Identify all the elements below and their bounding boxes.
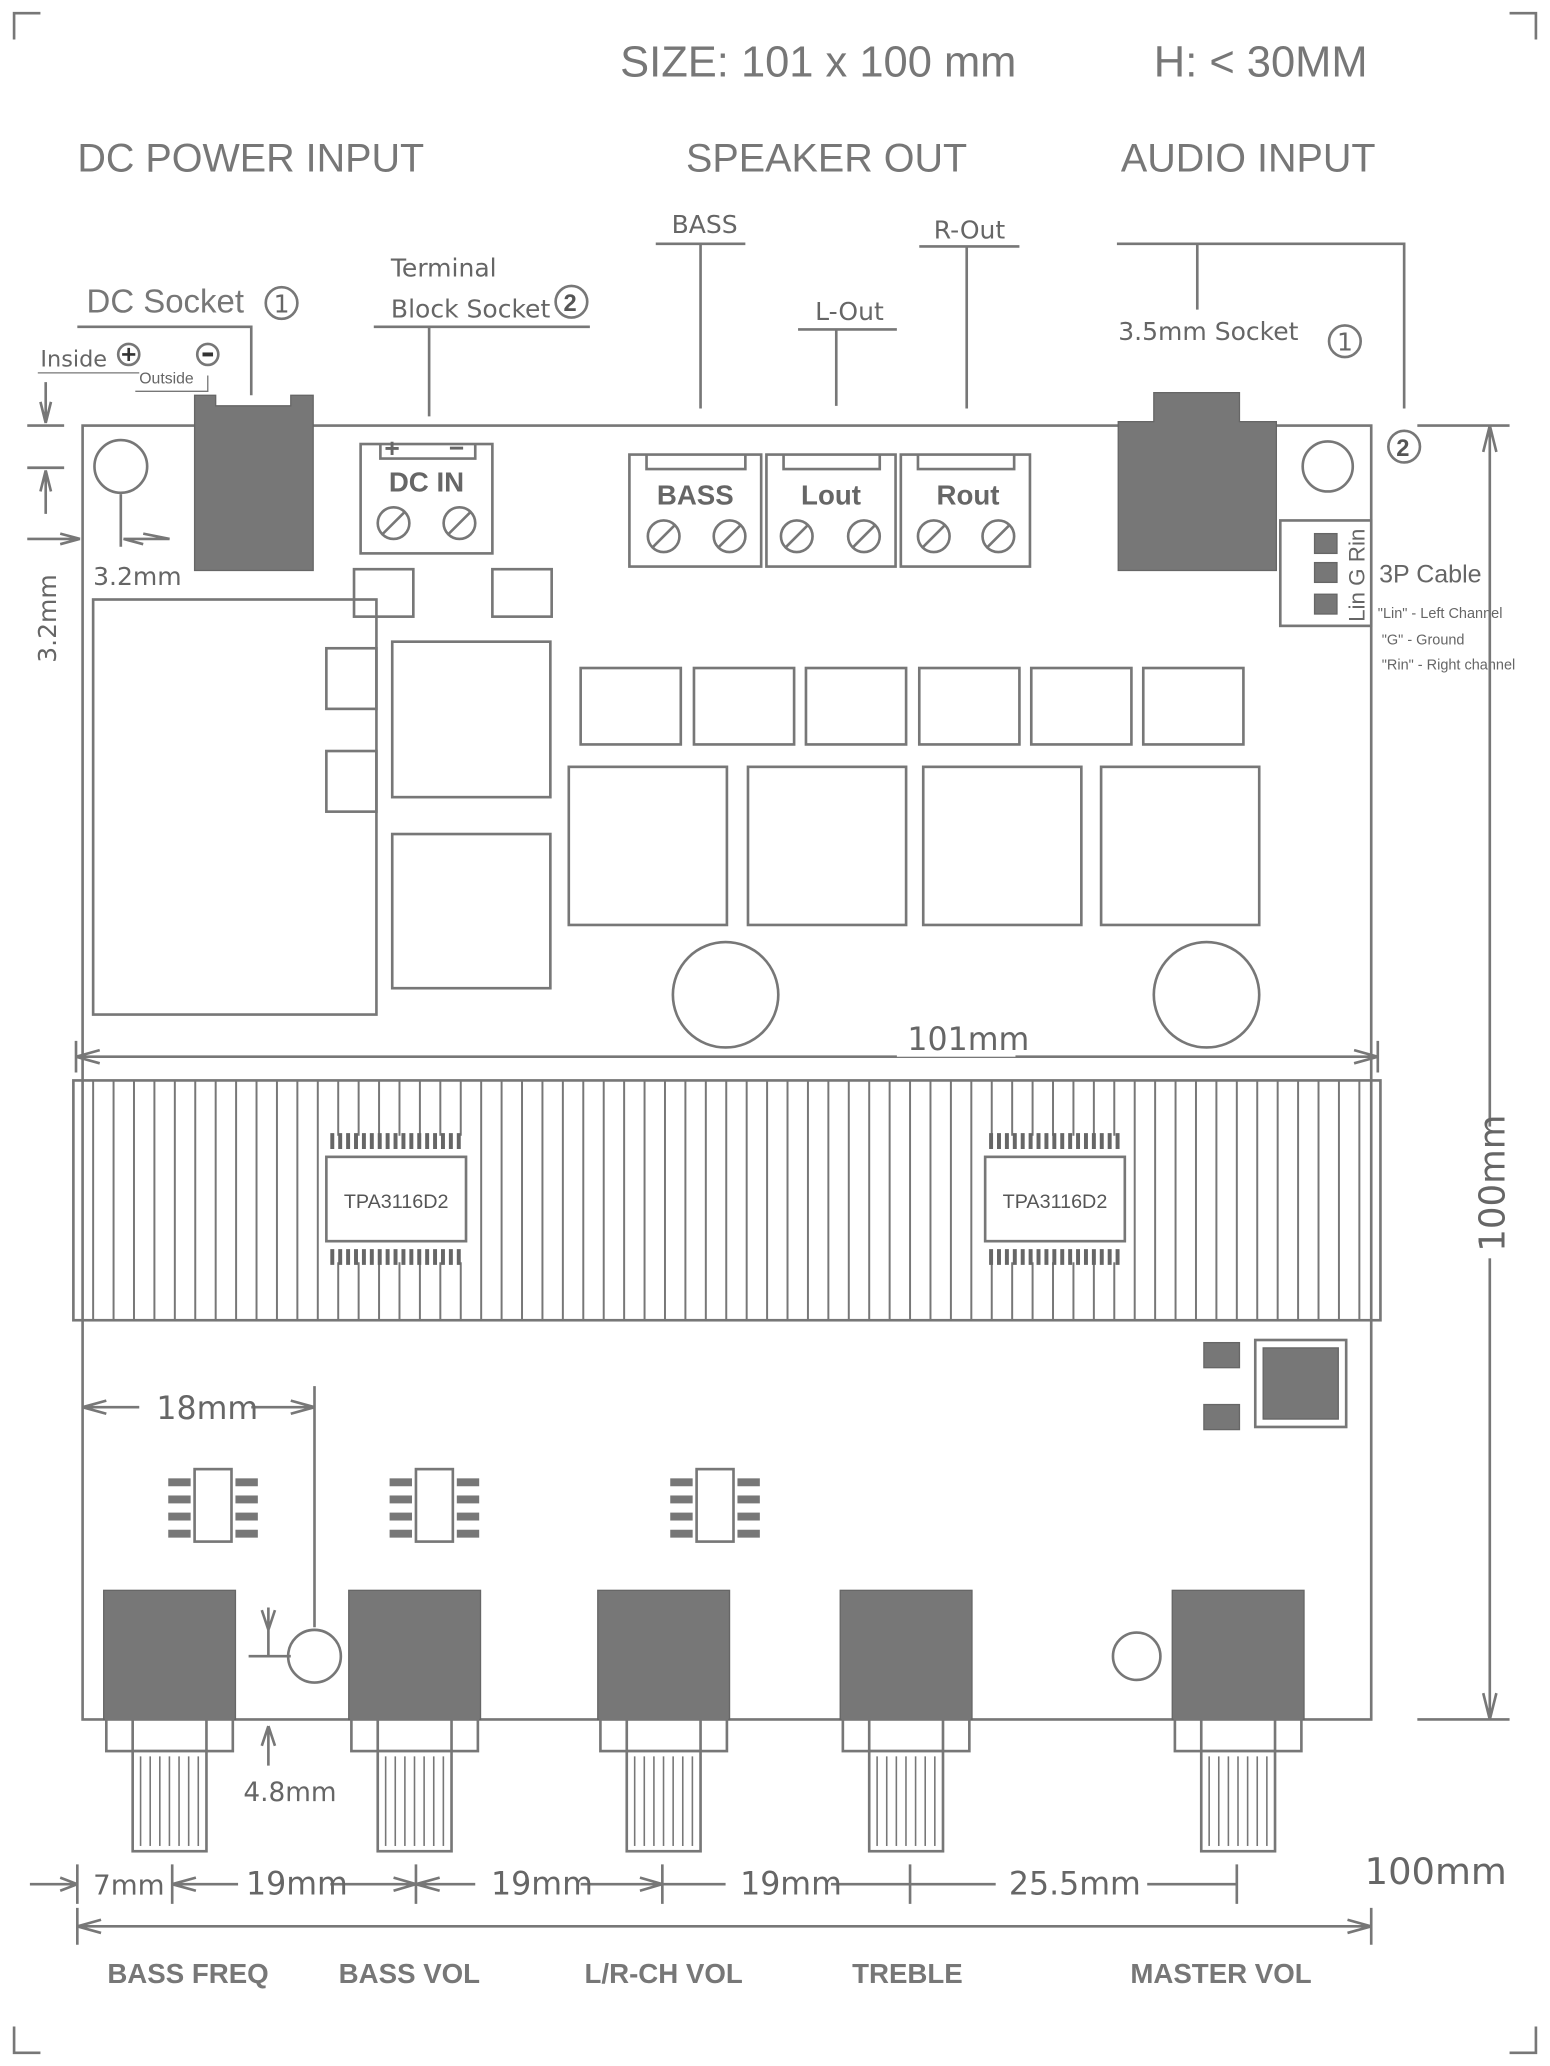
outside-label: Outside (139, 370, 194, 387)
chip-left-label: TPA3116D2 (344, 1191, 449, 1213)
knob-label-master-vol: MASTER VOL (1130, 1958, 1311, 1989)
section-speaker-out: SPEAKER OUT (686, 136, 967, 180)
svg-text:−: − (449, 433, 464, 463)
knob-label-bass-vol: BASS VOL (339, 1958, 480, 1989)
dc-in-terminal: + − DC IN (359, 433, 494, 555)
amplifier-chip-left: TPA3116D2 (325, 1133, 468, 1265)
socket-35-label: 3.5mm Socket (1118, 317, 1298, 346)
dc-socket (193, 394, 314, 572)
hole-x-label: 3.2mm (93, 562, 182, 591)
total-width-line (76, 1907, 1373, 1945)
pin-labels: Lin G Rin (1345, 529, 1370, 622)
amplifier-chip-right: TPA3116D2 (983, 1133, 1127, 1265)
pot-edge-label: 4.8mm (243, 1778, 336, 1808)
height-title: H: < 30MM (1154, 38, 1368, 86)
pin-header: Lin G Rin (1278, 519, 1373, 628)
spacing-label: 25.5mm (1009, 1867, 1141, 1903)
total-width-label: 100mm (1365, 1850, 1507, 1893)
bass-out-label: BASS (672, 210, 738, 239)
width-label: 101mm (907, 1022, 1029, 1058)
lout-terminal: Lout (765, 453, 897, 568)
cable-note: "Lin" - Left Channel (1378, 606, 1503, 622)
cable-number: 2 (1396, 436, 1409, 462)
block-socket-number: 2 (564, 291, 577, 317)
hole-dimension (27, 382, 170, 547)
spacing-label: 19mm (491, 1867, 593, 1903)
size-title: SIZE: 101 x 100 mm (620, 38, 1016, 86)
potentiometer (1171, 1589, 1305, 1853)
potentiometer (348, 1589, 482, 1853)
width-dimension-line (74, 1040, 1380, 1073)
knob-label-treble: TREBLE (852, 1958, 963, 1989)
bass-terminal: BASS (628, 453, 763, 568)
pot-offset-dimension (82, 1386, 316, 1766)
dc-in-label: DC IN (389, 466, 464, 497)
dc-socket-number: 1 (274, 289, 290, 318)
bass-terminal-label: BASS (657, 480, 734, 511)
potentiometer (103, 1589, 237, 1853)
cable-note: "Rin" - Right channel (1382, 657, 1515, 673)
knob-label-bass-freq: BASS FREQ (107, 1958, 268, 1989)
potentiometer (839, 1589, 973, 1853)
op-amp-ic (670, 1467, 760, 1543)
r-out-label: R-Out (934, 215, 1006, 244)
l-out-label: L-Out (815, 297, 884, 326)
heatsink: TPA3116D2 TPA3116D2 (72, 1079, 1382, 1322)
potentiometer (597, 1589, 731, 1853)
height-label: 100mm (1472, 1115, 1513, 1252)
rout-terminal: Rout (899, 453, 1032, 568)
lower-components (103, 1338, 1348, 1853)
inside-label: Inside (40, 346, 107, 372)
cable-note: "G" - Ground (1382, 632, 1465, 648)
section-audio-input: AUDIO INPUT (1121, 136, 1376, 180)
components (91, 567, 1261, 1049)
rout-terminal-label: Rout (937, 480, 1000, 511)
lout-terminal-label: Lout (801, 480, 861, 511)
spacing-label: 19mm (246, 1867, 348, 1903)
height-dimension-line (1417, 424, 1510, 1721)
mounting-hole (93, 438, 149, 495)
speaker-terminals: BASS Lout Rout (628, 453, 1032, 568)
audio-jack (1117, 391, 1278, 572)
op-amp-ic (389, 1467, 480, 1543)
callouts: DC Socket 1 Inside Outside Terminal Bloc… (37, 210, 1422, 464)
svg-text:+: + (384, 433, 399, 463)
spacing-dimension-line (29, 1864, 1239, 1904)
pcb-outline (81, 424, 1373, 1721)
socket-35-number: 1 (1337, 327, 1353, 356)
pot-offset-label: 18mm (156, 1391, 258, 1427)
dc-socket-label: DC Socket (87, 282, 244, 319)
section-dc-power: DC POWER INPUT (77, 136, 424, 180)
chip-right-label: TPA3116D2 (1003, 1191, 1108, 1213)
terminal-label: Terminal (390, 254, 497, 283)
op-amp-ic (168, 1467, 258, 1543)
corner-marks (12, 11, 1538, 2055)
block-socket-label: Block Socket (391, 295, 551, 324)
cable-title: 3P Cable (1379, 560, 1481, 588)
hole-y-label: 3.2mm (33, 574, 62, 663)
spacing-label: 7mm (93, 1869, 164, 1902)
knob-label-lr-ch-vol: L/R-CH VOL (585, 1958, 743, 1989)
mounting-hole (1301, 440, 1355, 493)
spacing-label: 19mm (740, 1867, 842, 1903)
